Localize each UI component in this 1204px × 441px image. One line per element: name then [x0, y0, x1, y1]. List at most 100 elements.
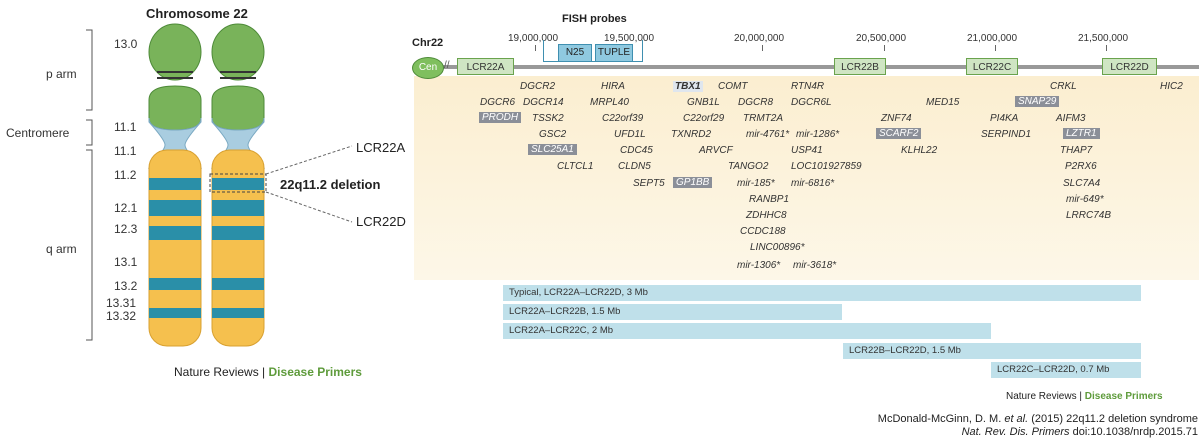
gene-label: SEPT5: [633, 178, 665, 189]
gene-label: COMT: [718, 81, 748, 92]
coordinate-tick: [884, 45, 885, 51]
p-arm-label: p arm: [46, 67, 77, 81]
gene-label: mir-1286*: [796, 129, 840, 140]
citation-doi: doi:10.1038/nrdp.2015.71: [1072, 426, 1198, 438]
gene-label: GSC2: [539, 129, 567, 140]
q-arm-label: q arm: [46, 242, 77, 256]
gene-label: AIFM3: [1056, 113, 1086, 124]
footer-series: Disease Primers: [1084, 391, 1163, 402]
centromere-label: Centromere: [6, 126, 70, 140]
deletion-bar-a-b: LCR22A–LCR22B, 1.5 Mb: [503, 304, 842, 320]
gene-label: SLC7A4: [1063, 178, 1101, 189]
gene-label: UFD1L: [614, 129, 646, 140]
footer-journal: Nature Reviews: [174, 365, 259, 379]
gene-label: CLTCL1: [557, 161, 594, 172]
band-label: 11.1: [114, 144, 137, 158]
chromosome-svg: [86, 23, 353, 347]
fish-probes-title: FISH probes: [562, 13, 627, 25]
gene-label: SNAP29: [1015, 96, 1060, 107]
chromosome-right: [209, 23, 267, 347]
citation-authors: McDonald-McGinn, D. M.: [877, 413, 1002, 425]
gene-label: P2RX6: [1065, 161, 1097, 172]
chr-label: Chr22: [412, 37, 444, 49]
gene-label: DGCR8: [738, 97, 774, 108]
gene-label: SERPIND1: [981, 129, 1032, 140]
gene-label: KLHL22: [901, 145, 938, 156]
coordinate-label: 21,000,000: [967, 33, 1018, 44]
gene-label: PI4KA: [990, 113, 1019, 124]
gene-label: LZTR1: [1063, 128, 1100, 139]
gene-label: ZNF74: [881, 113, 912, 124]
gene-label: CRKL: [1050, 81, 1077, 92]
coordinate-tick: [535, 45, 536, 51]
gene-label: C22orf39: [602, 113, 644, 124]
gene-label: DGCR2: [520, 81, 556, 92]
centromere-oval: Cen: [412, 57, 444, 79]
gene-label: HIRA: [601, 81, 625, 92]
gene-label: TBX1: [673, 81, 703, 92]
gene-label: C22orf29: [683, 113, 725, 124]
gene-label: mir-1306*: [737, 260, 781, 271]
band-label: 13.31: [106, 296, 137, 310]
gene-label: THAP7: [1060, 145, 1093, 156]
gene-label: SCARF2: [876, 128, 922, 139]
coordinate-label: 20,500,000: [856, 33, 907, 44]
gene-label: GP1BB: [673, 177, 713, 188]
gene-label: HIC2: [1160, 81, 1183, 92]
deletion-bar-b-d: LCR22B–LCR22D, 1.5 Mb: [843, 343, 1141, 359]
chromosome-left: [147, 23, 203, 347]
gene-label: TANGO2: [728, 161, 769, 172]
gene-label: mir-3618*: [793, 260, 837, 271]
band-label: 11.1: [114, 120, 137, 134]
gene-label: CDC45: [620, 145, 653, 156]
gene-label: LINC00896*: [750, 242, 805, 253]
coordinate-label: 19,000,000: [508, 33, 559, 44]
fish-bracket: [543, 40, 643, 62]
citation-etal: et al.: [1004, 413, 1029, 425]
gene-label: mir-6816*: [791, 178, 835, 189]
chromosome-axis: [440, 65, 1199, 69]
deletion-label: 22q11.2 deletion: [280, 177, 381, 192]
right-footer: Nature Reviews | Disease Primers: [1006, 391, 1163, 402]
coordinate-tick: [762, 45, 763, 51]
break-mark: //: [444, 60, 450, 71]
deletion-bar-a-c: LCR22A–LCR22C, 2 Mb: [503, 323, 991, 339]
band-label: 12.3: [114, 222, 138, 236]
footer-journal: Nature Reviews: [1006, 391, 1077, 402]
gene-label: DGCR6: [480, 97, 516, 108]
band-label: 11.2: [114, 168, 137, 182]
gene-label: CCDC188: [740, 226, 786, 237]
band-label: 12.1: [114, 201, 138, 215]
gene-label: mir-649*: [1066, 194, 1104, 205]
citation-line-1: McDonald-McGinn, D. M. et al. (2015) 22q…: [878, 413, 1198, 425]
gene-label: PRODH: [479, 112, 522, 123]
coordinate-label: 20,000,000: [734, 33, 785, 44]
band-label: 13.1: [114, 255, 138, 269]
coordinate-tick: [995, 45, 996, 51]
footer-series: Disease Primers: [268, 365, 362, 379]
coordinate-label: 19,500,000: [604, 33, 655, 44]
gene-label: LRRC74B: [1066, 210, 1112, 221]
citation-title: (2015) 22q11.2 deletion syndrome: [1031, 413, 1198, 425]
deletion-bar-typical: Typical, LCR22A–LCR22D, 3 Mb: [503, 285, 1141, 301]
gene-label: DGCR6L: [791, 97, 832, 108]
citation-journal: Nat. Rev. Dis. Primers: [961, 426, 1070, 438]
gene-label: LOC101927859: [791, 161, 862, 172]
lcr22d-box: LCR22D: [1102, 58, 1157, 75]
gene-label: RANBP1: [749, 194, 790, 205]
lcr22b-box: LCR22B: [834, 58, 886, 75]
gene-label: GNB1L: [687, 97, 720, 108]
coordinate-tick: [1106, 45, 1107, 51]
gene-label: CLDN5: [618, 161, 651, 172]
footer-separator: |: [262, 365, 266, 379]
lcr22a-box: LCR22A: [457, 58, 514, 75]
citation-line-2: Nat. Rev. Dis. Primers doi:10.1038/nrdp.…: [962, 426, 1198, 438]
gene-label: TRMT2A: [743, 113, 783, 124]
band-label: 13.32: [106, 309, 137, 323]
chromosome-title: Chromosome 22: [146, 6, 248, 21]
gene-label: TSSK2: [532, 113, 564, 124]
left-footer: Nature Reviews | Disease Primers: [174, 365, 362, 379]
gene-label: DGCR14: [523, 97, 564, 108]
gene-label: ARVCF: [699, 145, 733, 156]
coordinate-label: 21,500,000: [1078, 33, 1129, 44]
